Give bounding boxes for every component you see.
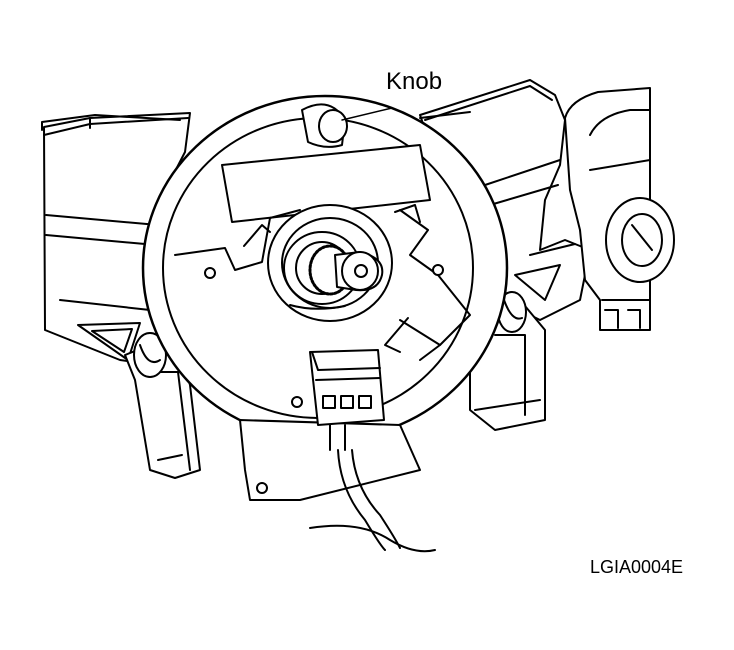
figure-code: LGIA0004E: [590, 557, 684, 577]
right-switch-housing: [419, 79, 591, 431]
column-shroud-top: [41, 111, 471, 131]
connector-and-harness: [239, 349, 436, 553]
knob-label: Knob: [386, 68, 443, 95]
shaft-hub: [267, 204, 393, 322]
ignition-cylinder: [564, 87, 675, 331]
knob-part: [301, 103, 393, 148]
